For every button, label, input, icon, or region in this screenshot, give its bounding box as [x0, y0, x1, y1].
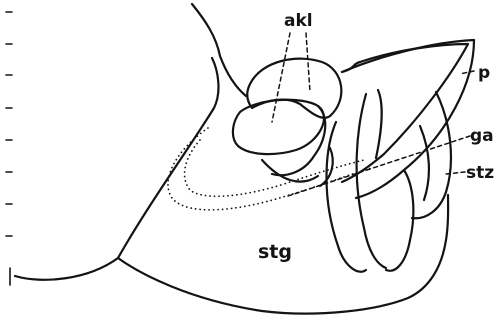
label-stz: stz [466, 163, 494, 183]
leader-stz [446, 172, 465, 174]
label-ga: ga [470, 126, 494, 146]
label-akl: akl [284, 11, 313, 31]
outline-left-lobe [118, 58, 218, 258]
akl-upper-lobe [247, 59, 341, 118]
label-stg: stg [258, 241, 292, 263]
stz-flap-a [386, 170, 413, 271]
akl-lower-lobe [233, 100, 324, 154]
stz-flap-c [420, 126, 429, 200]
ga-tube-c [376, 90, 382, 158]
dotted-tract-inner [185, 140, 364, 196]
leader-p [460, 71, 474, 74]
margin-ticks [6, 12, 12, 285]
label-p: p [478, 63, 490, 83]
stz-flap-b [412, 92, 451, 218]
leader-akl-2 [306, 33, 310, 92]
outline-main-body [15, 195, 448, 314]
leader-akl-1 [272, 33, 290, 122]
p-plate-outer [342, 40, 474, 198]
